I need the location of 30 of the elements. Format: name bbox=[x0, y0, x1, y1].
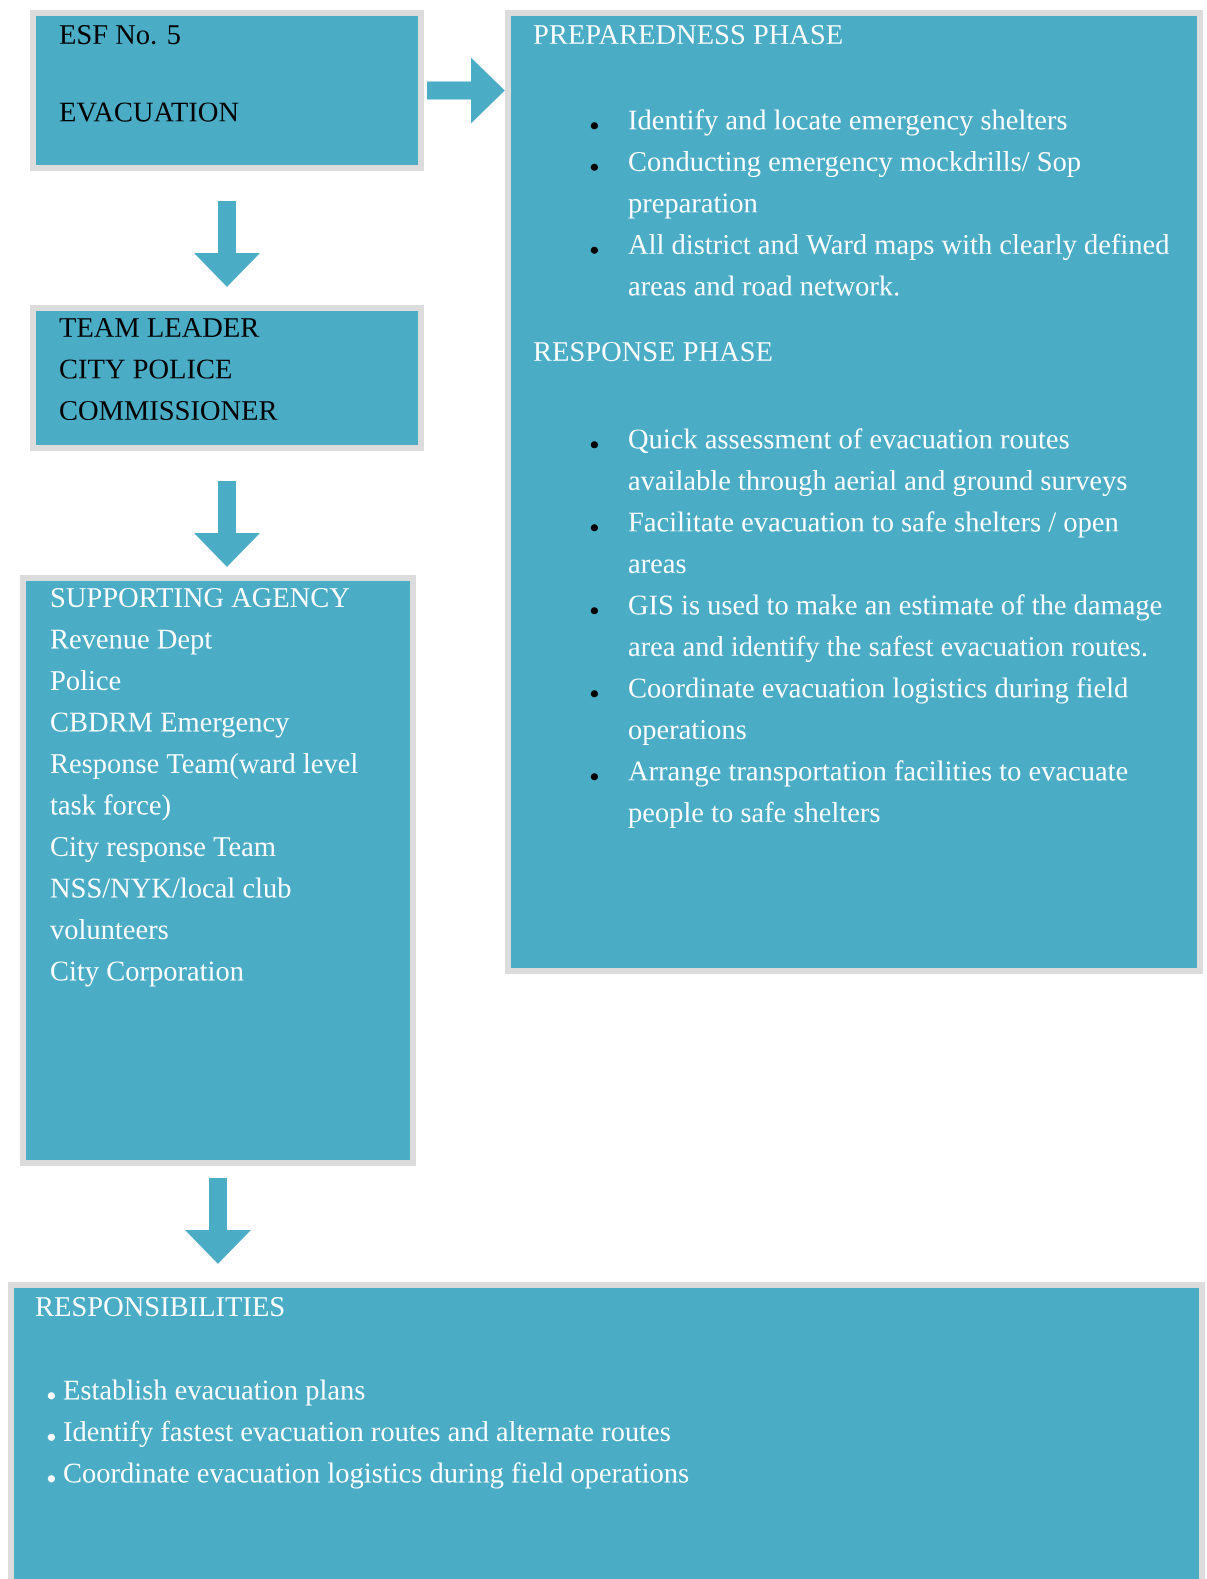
box-heading: CITY POLICE COMMISSIONER bbox=[60, 359, 278, 421]
bullet-item: Coordinate evacuation logistics during field operations bbox=[64, 1462, 689, 1489]
bullet-item: Identify and locate emergency shelters bbox=[629, 109, 1067, 136]
box-heading: ESF No. 5 bbox=[59, 25, 180, 45]
bullet-item: Conducting emergency mockdrills/ Sop preparation bbox=[628, 151, 1080, 219]
bullet-item: Identify fastest evacuation routes and alternate routes bbox=[64, 1420, 670, 1448]
text-box bbox=[8, 1282, 1205, 1579]
box-heading: TEAM LEADER bbox=[59, 318, 260, 337]
bullet-item: Establish evacuation plans bbox=[63, 1379, 365, 1406]
box-text: Police bbox=[50, 670, 121, 691]
box-text: City response Team bbox=[51, 837, 276, 863]
bullet-item: Quick assessment of evacuation routes available through aerial and ground surveys bbox=[629, 428, 1127, 496]
bullet-item: All district and Ward maps with clearly defined areas and road network. bbox=[628, 233, 1170, 296]
box-heading: EVACUATION bbox=[59, 102, 239, 122]
box-text: Revenue Dept bbox=[50, 629, 213, 655]
box-heading: PREPAREDNESS PHASE bbox=[533, 25, 842, 45]
bullet-item: Facilitate evacuation to safe shelters / open areas bbox=[628, 511, 1119, 574]
box-text: CBDRM Emergency Response Team(ward level task force) bbox=[50, 712, 358, 821]
box-heading: RESPONSE PHASE bbox=[533, 342, 772, 362]
text-box bbox=[20, 575, 416, 1166]
text-box bbox=[505, 10, 1203, 974]
text-box bbox=[30, 10, 424, 171]
bullet-item: GIS is used to make an estimate of the damage area and identify the safest evacuation routes. bbox=[629, 594, 1162, 662]
bullet-item: Arrange transportation facilities to evacuate people to safe shelters bbox=[628, 760, 1128, 828]
text-box bbox=[30, 305, 424, 451]
box-text: City Corporation bbox=[51, 961, 244, 987]
box-text: NSS/NYK/local club volunteers bbox=[50, 877, 291, 940]
box-heading: RESPONSIBILITIES bbox=[35, 1297, 284, 1317]
box-heading: SUPPORTING AGENCY bbox=[51, 588, 350, 608]
bullet-item: Coordinate evacuation logistics during field operations bbox=[629, 677, 1128, 745]
